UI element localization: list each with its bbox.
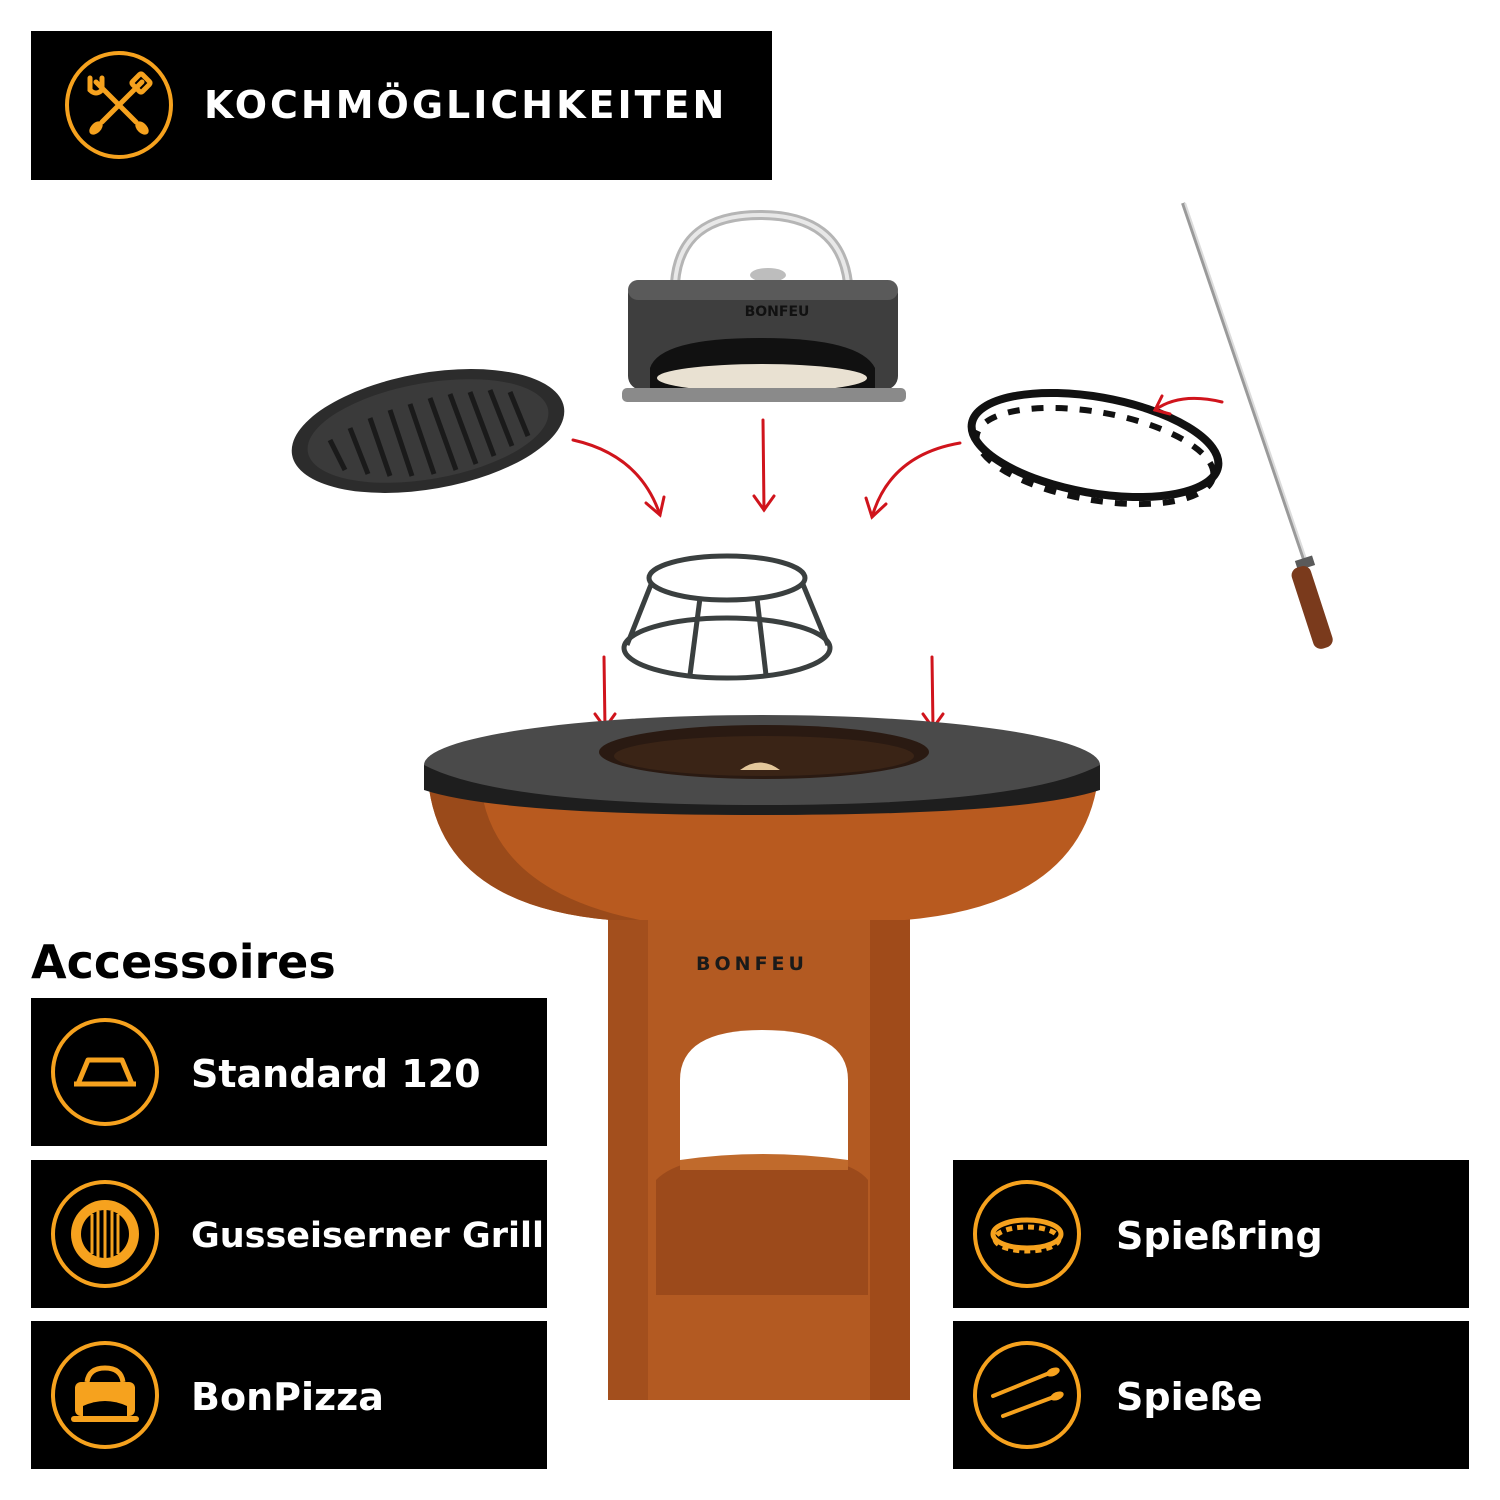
pizza-oven-image: BONFEU	[622, 209, 906, 402]
accessory-label-skewer-ring: Spießring	[1116, 1214, 1323, 1258]
grill-table-icon	[51, 1018, 159, 1126]
skewer-image	[1181, 202, 1333, 649]
accessory-panel-grate: Gusseiserner Grill	[31, 1160, 547, 1308]
cast-iron-grate-icon	[51, 1180, 159, 1288]
accessory-panel-pizza: BonPizza	[31, 1321, 547, 1469]
accessory-panel-standard: Standard 120	[31, 998, 547, 1146]
accessory-label-standard: Standard 120	[191, 1052, 481, 1096]
red-arrows	[571, 394, 1224, 731]
cast-iron-grate-image	[291, 369, 565, 493]
pizza-oven-icon	[51, 1341, 159, 1449]
accessory-panel-skewer-ring: Spießring	[953, 1160, 1469, 1308]
wok-ring-image	[621, 553, 833, 681]
grill-table-image: BONFEU	[424, 715, 1100, 1400]
grill-brand-text: BONFEU	[696, 953, 808, 975]
accessory-label-grate: Gusseiserner Grill	[191, 1216, 544, 1256]
skewer-ring-icon	[973, 1180, 1081, 1288]
header-panel: KOCHMÖGLICHKEITEN	[31, 31, 772, 180]
skewer-ring-image	[967, 388, 1223, 508]
accessory-label-pizza: BonPizza	[191, 1375, 384, 1419]
skewers-icon	[973, 1341, 1081, 1449]
header-title: KOCHMÖGLICHKEITEN	[204, 83, 728, 127]
accessory-panel-skewers: Spieße	[953, 1321, 1469, 1469]
grill-tools-icon	[65, 51, 173, 159]
accessory-label-skewers: Spieße	[1116, 1375, 1263, 1419]
oven-brand-text: BONFEU	[745, 304, 810, 320]
accessories-title: Accessoires	[31, 935, 336, 989]
